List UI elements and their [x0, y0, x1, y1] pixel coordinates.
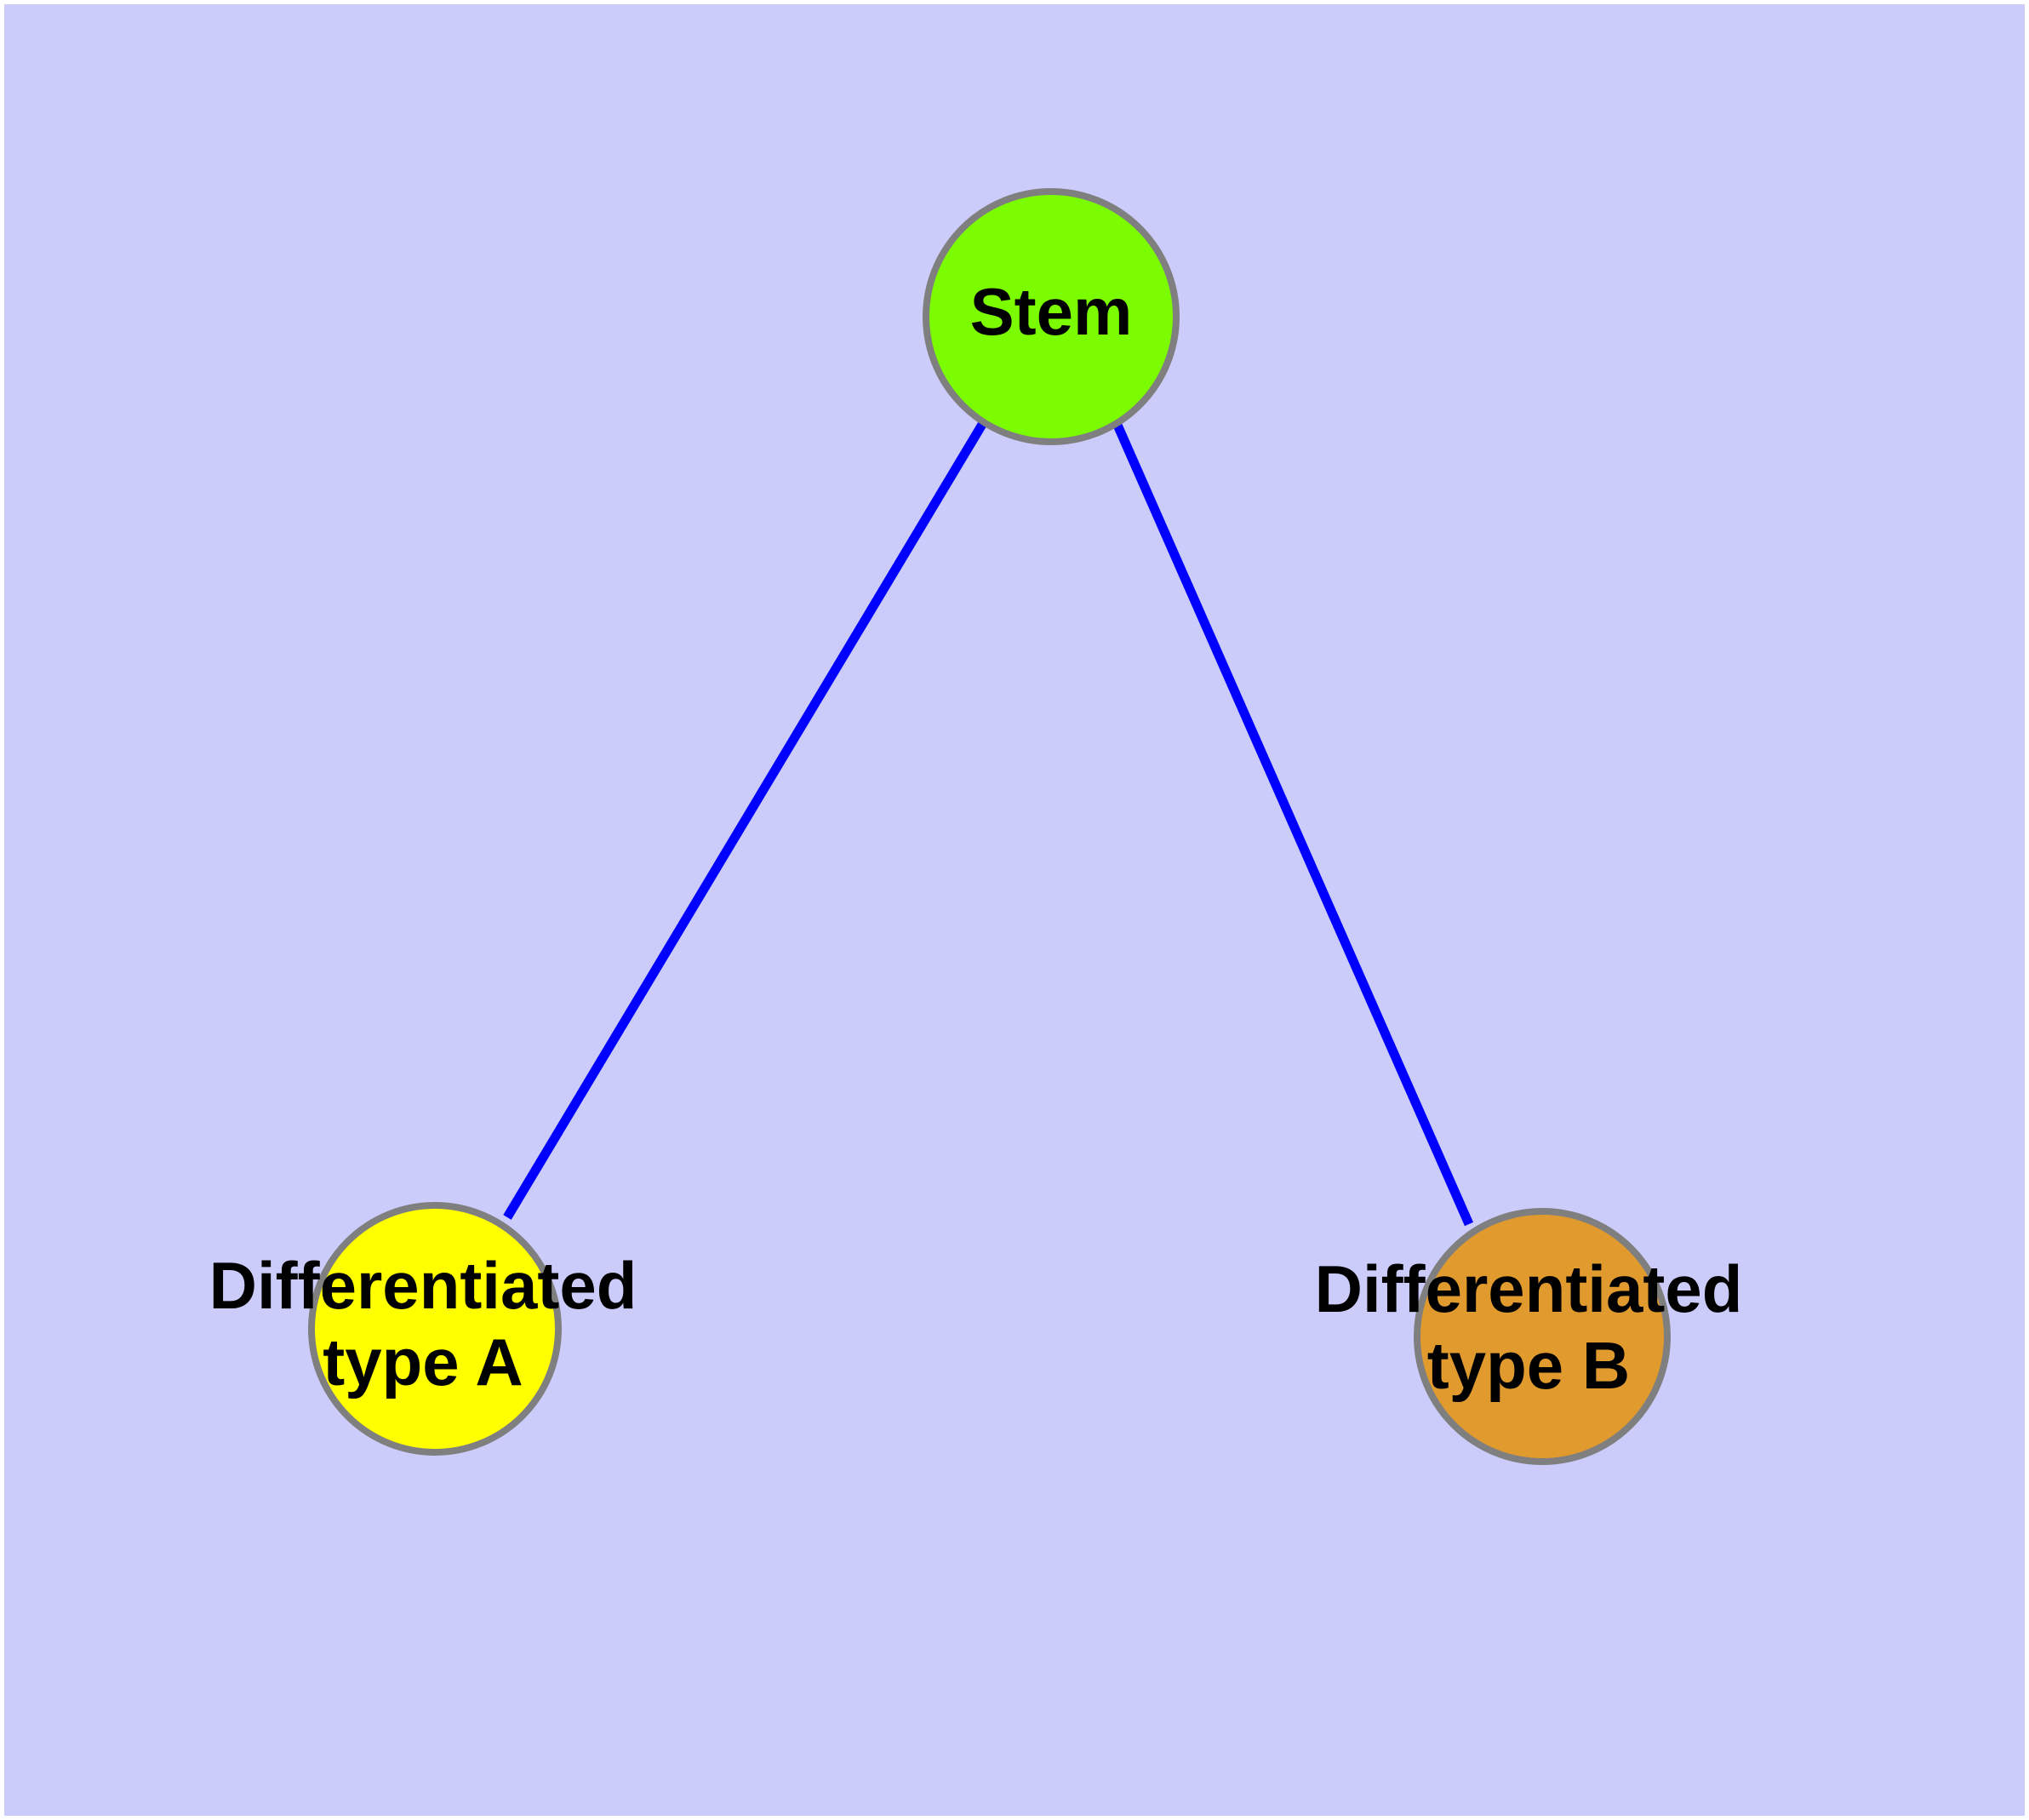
node-label-line: type B: [1427, 1328, 1630, 1403]
node-label-line: Stem: [970, 274, 1133, 349]
graph-node-stem[interactable]: [923, 188, 1180, 445]
node-label-stem: Stem: [970, 274, 1133, 349]
node-label-line: Differentiated: [209, 1247, 637, 1322]
node-label-line: type A: [323, 1325, 523, 1399]
graph-node-diff_b[interactable]: [1414, 1208, 1671, 1465]
edges-layer: [503, 421, 1474, 1227]
nodes-layer: [308, 188, 1671, 1465]
graph-edge-stem-to-diff-b[interactable]: [1112, 421, 1474, 1227]
node-label-line: Differentiated: [1315, 1251, 1743, 1325]
graph-edge-stem-to-diff-a[interactable]: [503, 421, 987, 1220]
graph-node-diff_a[interactable]: [308, 1202, 562, 1456]
